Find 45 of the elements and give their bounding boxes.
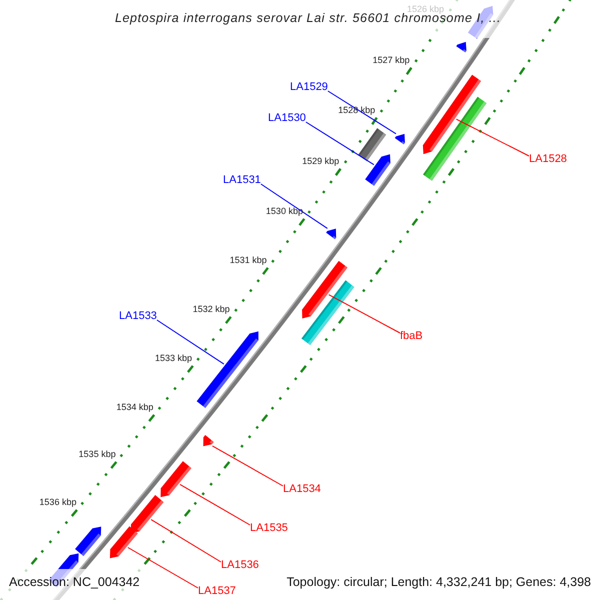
gene-feature [302, 260, 348, 319]
accession-text: Accession: NC_004342 [9, 576, 140, 588]
gene-feature [365, 154, 390, 186]
gene-feature [394, 134, 405, 144]
gene-label: LA1528 [529, 154, 567, 165]
leader-line [156, 320, 224, 365]
gene-feature [203, 435, 214, 446]
scale-label: 1534 kbp [116, 402, 154, 412]
gene-feature [326, 228, 336, 240]
gene-label: LA1533 [119, 311, 157, 322]
leader-line [456, 118, 530, 156]
map-title: Leptospira interrogans serovar Lai str. 56601 chromosome I, ... [114, 12, 502, 24]
gene-feature [160, 461, 192, 498]
scale-label: 1529 kbp [302, 156, 340, 166]
gene-label: LA1529 [290, 82, 328, 93]
gene-feature [130, 495, 164, 534]
gene-feature [422, 74, 482, 154]
scale-label: 1528 kbp [338, 106, 376, 114]
gene-label: LA1530 [268, 113, 306, 124]
gene-label: LA1535 [250, 523, 288, 534]
gene-label: LA1536 [221, 560, 259, 571]
leader-line [150, 519, 222, 562]
leader-line [212, 445, 284, 486]
scale-label: 1530 kbp [266, 206, 303, 216]
leader-line [180, 484, 250, 526]
leader-line [260, 184, 328, 229]
gene-label: LA1537 [198, 586, 236, 597]
genome-stats-text: Topology: circular; Length: 4,332,241 bp; Genes: 4,398 [286, 576, 591, 588]
leader-line [328, 294, 400, 334]
gene-feature [110, 526, 138, 558]
scale-label: 1532 kbp [192, 304, 230, 314]
gene-label: LA1534 [283, 484, 321, 495]
gene-label: LA1531 [223, 175, 261, 186]
gene-feature [196, 331, 258, 408]
leader-line [327, 90, 396, 134]
leader-line [127, 547, 198, 588]
scale-label: 1535 kbp [78, 450, 116, 458]
gene-feature [75, 526, 102, 556]
gene-feature [456, 42, 466, 52]
scale-label: 1526 kbp [406, 4, 444, 14]
scale-label: 1531 kbp [230, 256, 267, 264]
gene-label: fbaB [400, 331, 423, 342]
scale-label: 1536 kbp [39, 498, 76, 506]
leader-line [305, 122, 374, 166]
scale-label: 1527 kbp [372, 56, 410, 64]
